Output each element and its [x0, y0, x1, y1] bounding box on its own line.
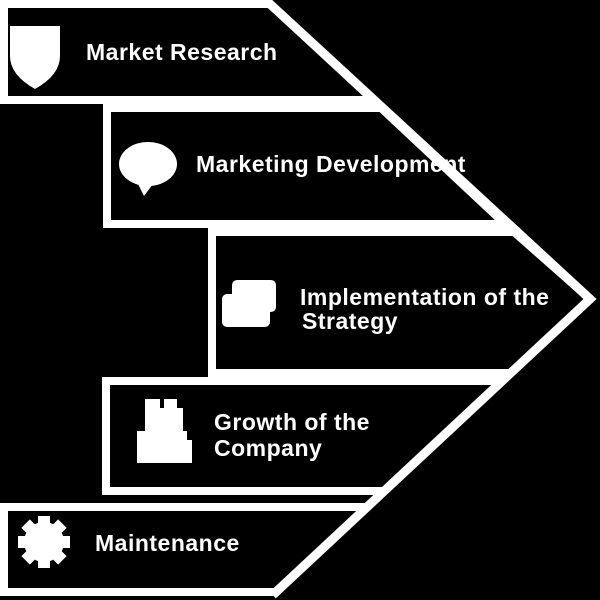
step-3-label-line2: Strategy [302, 308, 398, 334]
step-1-label: Market Research [86, 39, 278, 65]
shield-icon [10, 26, 60, 89]
team-icon [137, 399, 192, 463]
step-4-label-line2: Company [214, 435, 322, 461]
step-3-label-line1: Implementation of the [300, 284, 549, 310]
speech-bubble-icon [119, 142, 177, 196]
gear-icon [18, 516, 70, 568]
step-4-label-line1: Growth of the [214, 409, 370, 435]
chevron-arrow-outline [263, 0, 597, 599]
step-2-label: Marketing Development [196, 151, 466, 177]
gears-icon [222, 280, 276, 327]
step-5-label: Maintenance [95, 530, 240, 556]
